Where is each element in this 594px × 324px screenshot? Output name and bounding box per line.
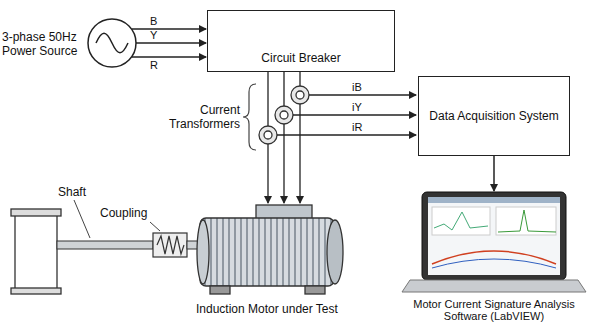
node-text: Motor Current Signature Analysis Softwar… (398, 298, 590, 322)
node-text: Data Acquisition System (429, 109, 558, 123)
signal-name: iR (352, 120, 362, 134)
connector-arrow (493, 156, 495, 191)
ct-label: Current Transformers (168, 103, 240, 131)
breaker-box: Circuit Breaker (207, 10, 395, 72)
source-label: 3-phase 50Hz Power Source (2, 30, 86, 58)
part-name: Induction Motor under Test (196, 302, 338, 316)
shaft (57, 241, 153, 249)
induction-motor (197, 205, 343, 294)
part-name: Coupling (100, 206, 147, 220)
ac-source-symbol (88, 19, 136, 67)
node-text: Circuit Breaker (261, 51, 340, 65)
phase-label: Y (150, 28, 157, 42)
load-pedestal (11, 209, 61, 294)
leader-line (74, 200, 160, 238)
signal-name: iB (352, 80, 362, 94)
ct-signal-arrows (277, 95, 416, 135)
coupling (153, 233, 187, 257)
phase-label: R (150, 58, 158, 72)
daq-box: Data Acquisition System (418, 76, 570, 156)
laptop-node: Motor Current Signature Analysis Softwar… (422, 192, 566, 280)
part-name: Shaft (58, 185, 86, 199)
supply-wires (132, 29, 206, 57)
signal-name: iY (352, 100, 362, 114)
laptop (402, 192, 586, 292)
bracket (243, 84, 256, 150)
phase-label: B (150, 14, 157, 28)
